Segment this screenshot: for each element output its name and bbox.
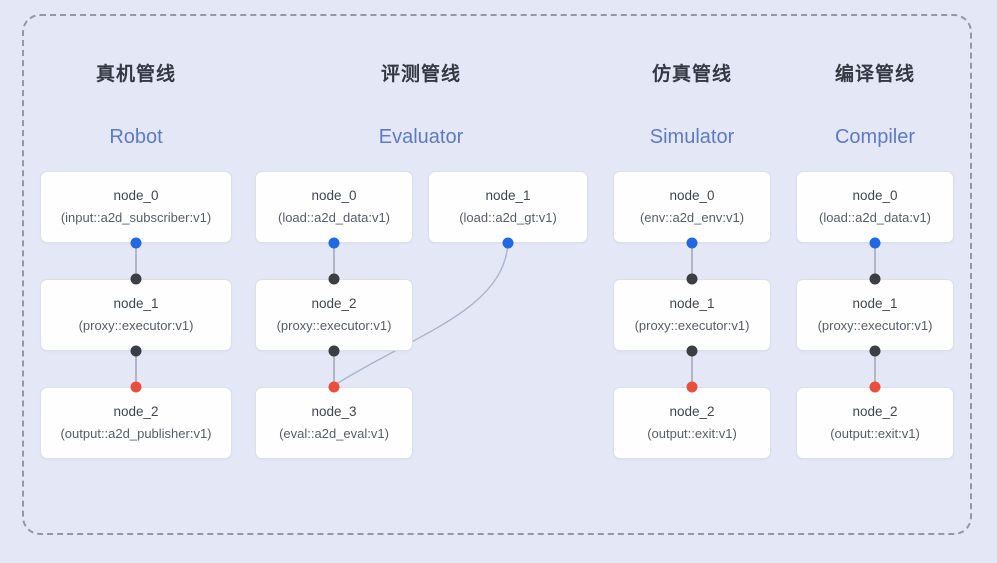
pipeline-title-en-robot: Robot bbox=[109, 126, 163, 148]
node-name: node_1 bbox=[852, 296, 898, 311]
node-impl: (output::exit:v1) bbox=[830, 426, 920, 441]
port-dot-blue bbox=[686, 237, 698, 249]
node-name: node_2 bbox=[852, 404, 898, 419]
node-box-simulator-0: node_0 (env::a2d_env:v1) bbox=[613, 171, 771, 243]
port-dot-blue bbox=[328, 237, 340, 249]
port-dot-black bbox=[328, 345, 340, 357]
port-dot-blue bbox=[502, 237, 514, 249]
node-impl: (input::a2d_subscriber:v1) bbox=[60, 210, 212, 225]
port-dot-blue bbox=[130, 237, 142, 249]
node-name: node_3 bbox=[311, 404, 357, 419]
node-impl: (proxy::executor:v1) bbox=[78, 318, 194, 333]
node-name: node_2 bbox=[311, 296, 357, 311]
node-impl: (proxy::executor:v1) bbox=[817, 318, 933, 333]
port-dot-black bbox=[130, 345, 142, 357]
port-dot-red bbox=[130, 381, 142, 393]
node-impl: (load::a2d_data:v1) bbox=[277, 210, 391, 225]
pipeline-title-en-simulator: Simulator bbox=[649, 126, 735, 148]
port-dot-black bbox=[130, 273, 142, 285]
node-box-evaluator-3: node_3 (eval::a2d_eval:v1) bbox=[255, 387, 413, 459]
node-box-robot-1: node_1 (proxy::executor:v1) bbox=[40, 279, 232, 351]
node-name: node_1 bbox=[669, 296, 715, 311]
node-name: node_1 bbox=[113, 296, 159, 311]
node-box-compiler-2: node_2 (output::exit:v1) bbox=[796, 387, 954, 459]
pipeline-title-en-evaluator: Evaluator bbox=[378, 126, 464, 148]
pipeline-title-zh-simulator: 仿真管线 bbox=[651, 64, 733, 85]
pipeline-title-en-compiler: Compiler bbox=[834, 126, 916, 148]
node-impl: (output::exit:v1) bbox=[647, 426, 737, 441]
node-box-robot-2: node_2 (output::a2d_publisher:v1) bbox=[40, 387, 232, 459]
edge-curve-gt-to-eval bbox=[332, 243, 509, 387]
node-name: node_0 bbox=[669, 188, 715, 203]
port-dot-black bbox=[686, 345, 698, 357]
node-name: node_1 bbox=[485, 188, 531, 203]
node-box-simulator-1: node_1 (proxy::executor:v1) bbox=[613, 279, 771, 351]
node-name: node_0 bbox=[852, 188, 898, 203]
node-name: node_2 bbox=[669, 404, 715, 419]
node-name: node_0 bbox=[311, 188, 357, 203]
node-box-evaluator-0: node_0 (load::a2d_data:v1) bbox=[255, 171, 413, 243]
node-box-simulator-2: node_2 (output::exit:v1) bbox=[613, 387, 771, 459]
port-dot-red bbox=[328, 381, 340, 393]
node-impl: (proxy::executor:v1) bbox=[634, 318, 750, 333]
dashed-boundary bbox=[22, 14, 972, 535]
node-impl: (proxy::executor:v1) bbox=[276, 318, 392, 333]
port-dot-black bbox=[328, 273, 340, 285]
node-impl: (env::a2d_env:v1) bbox=[639, 210, 745, 225]
port-dot-red bbox=[869, 381, 881, 393]
port-dot-blue bbox=[869, 237, 881, 249]
node-name: node_2 bbox=[113, 404, 159, 419]
pipeline-title-zh-evaluator: 评测管线 bbox=[380, 64, 462, 85]
node-box-compiler-1: node_1 (proxy::executor:v1) bbox=[796, 279, 954, 351]
node-impl: (load::a2d_data:v1) bbox=[818, 210, 932, 225]
pipeline-title-zh-compiler: 编译管线 bbox=[834, 64, 916, 85]
port-dot-red bbox=[686, 381, 698, 393]
node-name: node_0 bbox=[113, 188, 159, 203]
node-impl: (load::a2d_gt:v1) bbox=[459, 210, 557, 225]
node-impl: (output::a2d_publisher:v1) bbox=[60, 426, 212, 441]
node-impl: (eval::a2d_eval:v1) bbox=[279, 426, 389, 441]
pipeline-title-zh-robot: 真机管线 bbox=[95, 64, 177, 85]
node-box-compiler-0: node_0 (load::a2d_data:v1) bbox=[796, 171, 954, 243]
port-dot-black bbox=[686, 273, 698, 285]
node-box-evaluator-1: node_1 (load::a2d_gt:v1) bbox=[428, 171, 588, 243]
node-box-evaluator-2: node_2 (proxy::executor:v1) bbox=[255, 279, 413, 351]
port-dot-black bbox=[869, 345, 881, 357]
node-box-robot-0: node_0 (input::a2d_subscriber:v1) bbox=[40, 171, 232, 243]
port-dot-black bbox=[869, 273, 881, 285]
